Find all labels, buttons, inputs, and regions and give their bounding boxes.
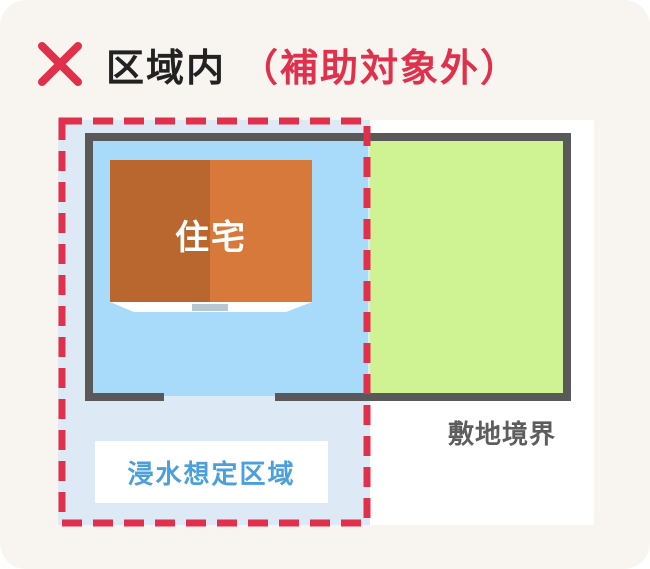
house-roof-right (210, 160, 312, 302)
header: 区域内 （補助対象外） (34, 34, 520, 94)
property-wall (85, 133, 571, 401)
flood-zone-label-box: 浸水想定区域 (95, 441, 328, 503)
house-label: 住宅 (175, 218, 247, 258)
flood-zone-label: 浸水想定区域 (127, 459, 296, 490)
close-icon (38, 42, 82, 86)
house (110, 160, 312, 312)
title-note: （補助対象外） (240, 45, 521, 90)
page-title: 区域内 (106, 45, 227, 90)
house-roof-left (110, 160, 210, 302)
property-boundary-label: 敷地境界 (448, 420, 557, 450)
flood-zone-border (58, 117, 371, 527)
house-door (192, 304, 228, 311)
garden-area (370, 138, 566, 396)
